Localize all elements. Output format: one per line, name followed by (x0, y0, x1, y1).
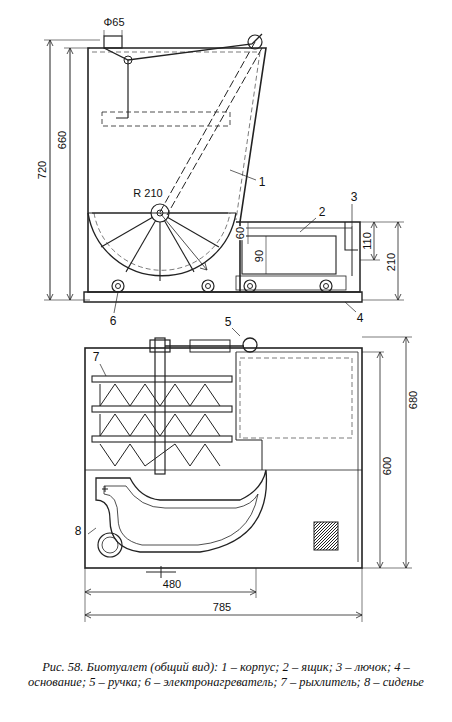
agitator-spoke (159, 222, 160, 281)
callout-number: 2 (318, 206, 327, 218)
dimension-label: 680 (407, 390, 419, 410)
dimension-label: 600 (381, 456, 393, 476)
callout-number: 7 (92, 351, 101, 363)
callout-number: 8 (74, 525, 83, 537)
callout-number: 4 (356, 312, 365, 324)
side-view (44, 30, 404, 313)
rake-spring (100, 414, 220, 436)
dimension-label: 60 (234, 226, 246, 240)
dimension-label: 660 (56, 130, 68, 150)
dimension-label: R 210 (132, 187, 163, 199)
dimension-label: 110 (361, 231, 373, 251)
rake-spring (100, 444, 220, 466)
callout-number: 6 (109, 315, 118, 327)
agitator-spoke (126, 221, 156, 272)
agitator-spoke (101, 218, 152, 248)
callout-number: 5 (224, 316, 233, 328)
agitator-spoke (165, 221, 195, 272)
caption-text: Рис. 58. Биотуалет (общий вид): 1 – корп… (20, 660, 432, 690)
rake-spring (100, 384, 220, 406)
dimension-label: 785 (212, 601, 232, 613)
agitator-spoke (169, 212, 228, 213)
dimension-label: 210 (385, 252, 397, 272)
dimension-label: 90 (253, 249, 265, 263)
dimension-label: Φ65 (102, 16, 125, 28)
dimension-label: 720 (36, 160, 48, 180)
callout-number: 1 (258, 176, 267, 188)
plan-view (85, 328, 412, 622)
callout-number: 3 (350, 191, 359, 203)
agitator-spoke (92, 212, 151, 213)
dimension-label: 480 (162, 578, 182, 590)
